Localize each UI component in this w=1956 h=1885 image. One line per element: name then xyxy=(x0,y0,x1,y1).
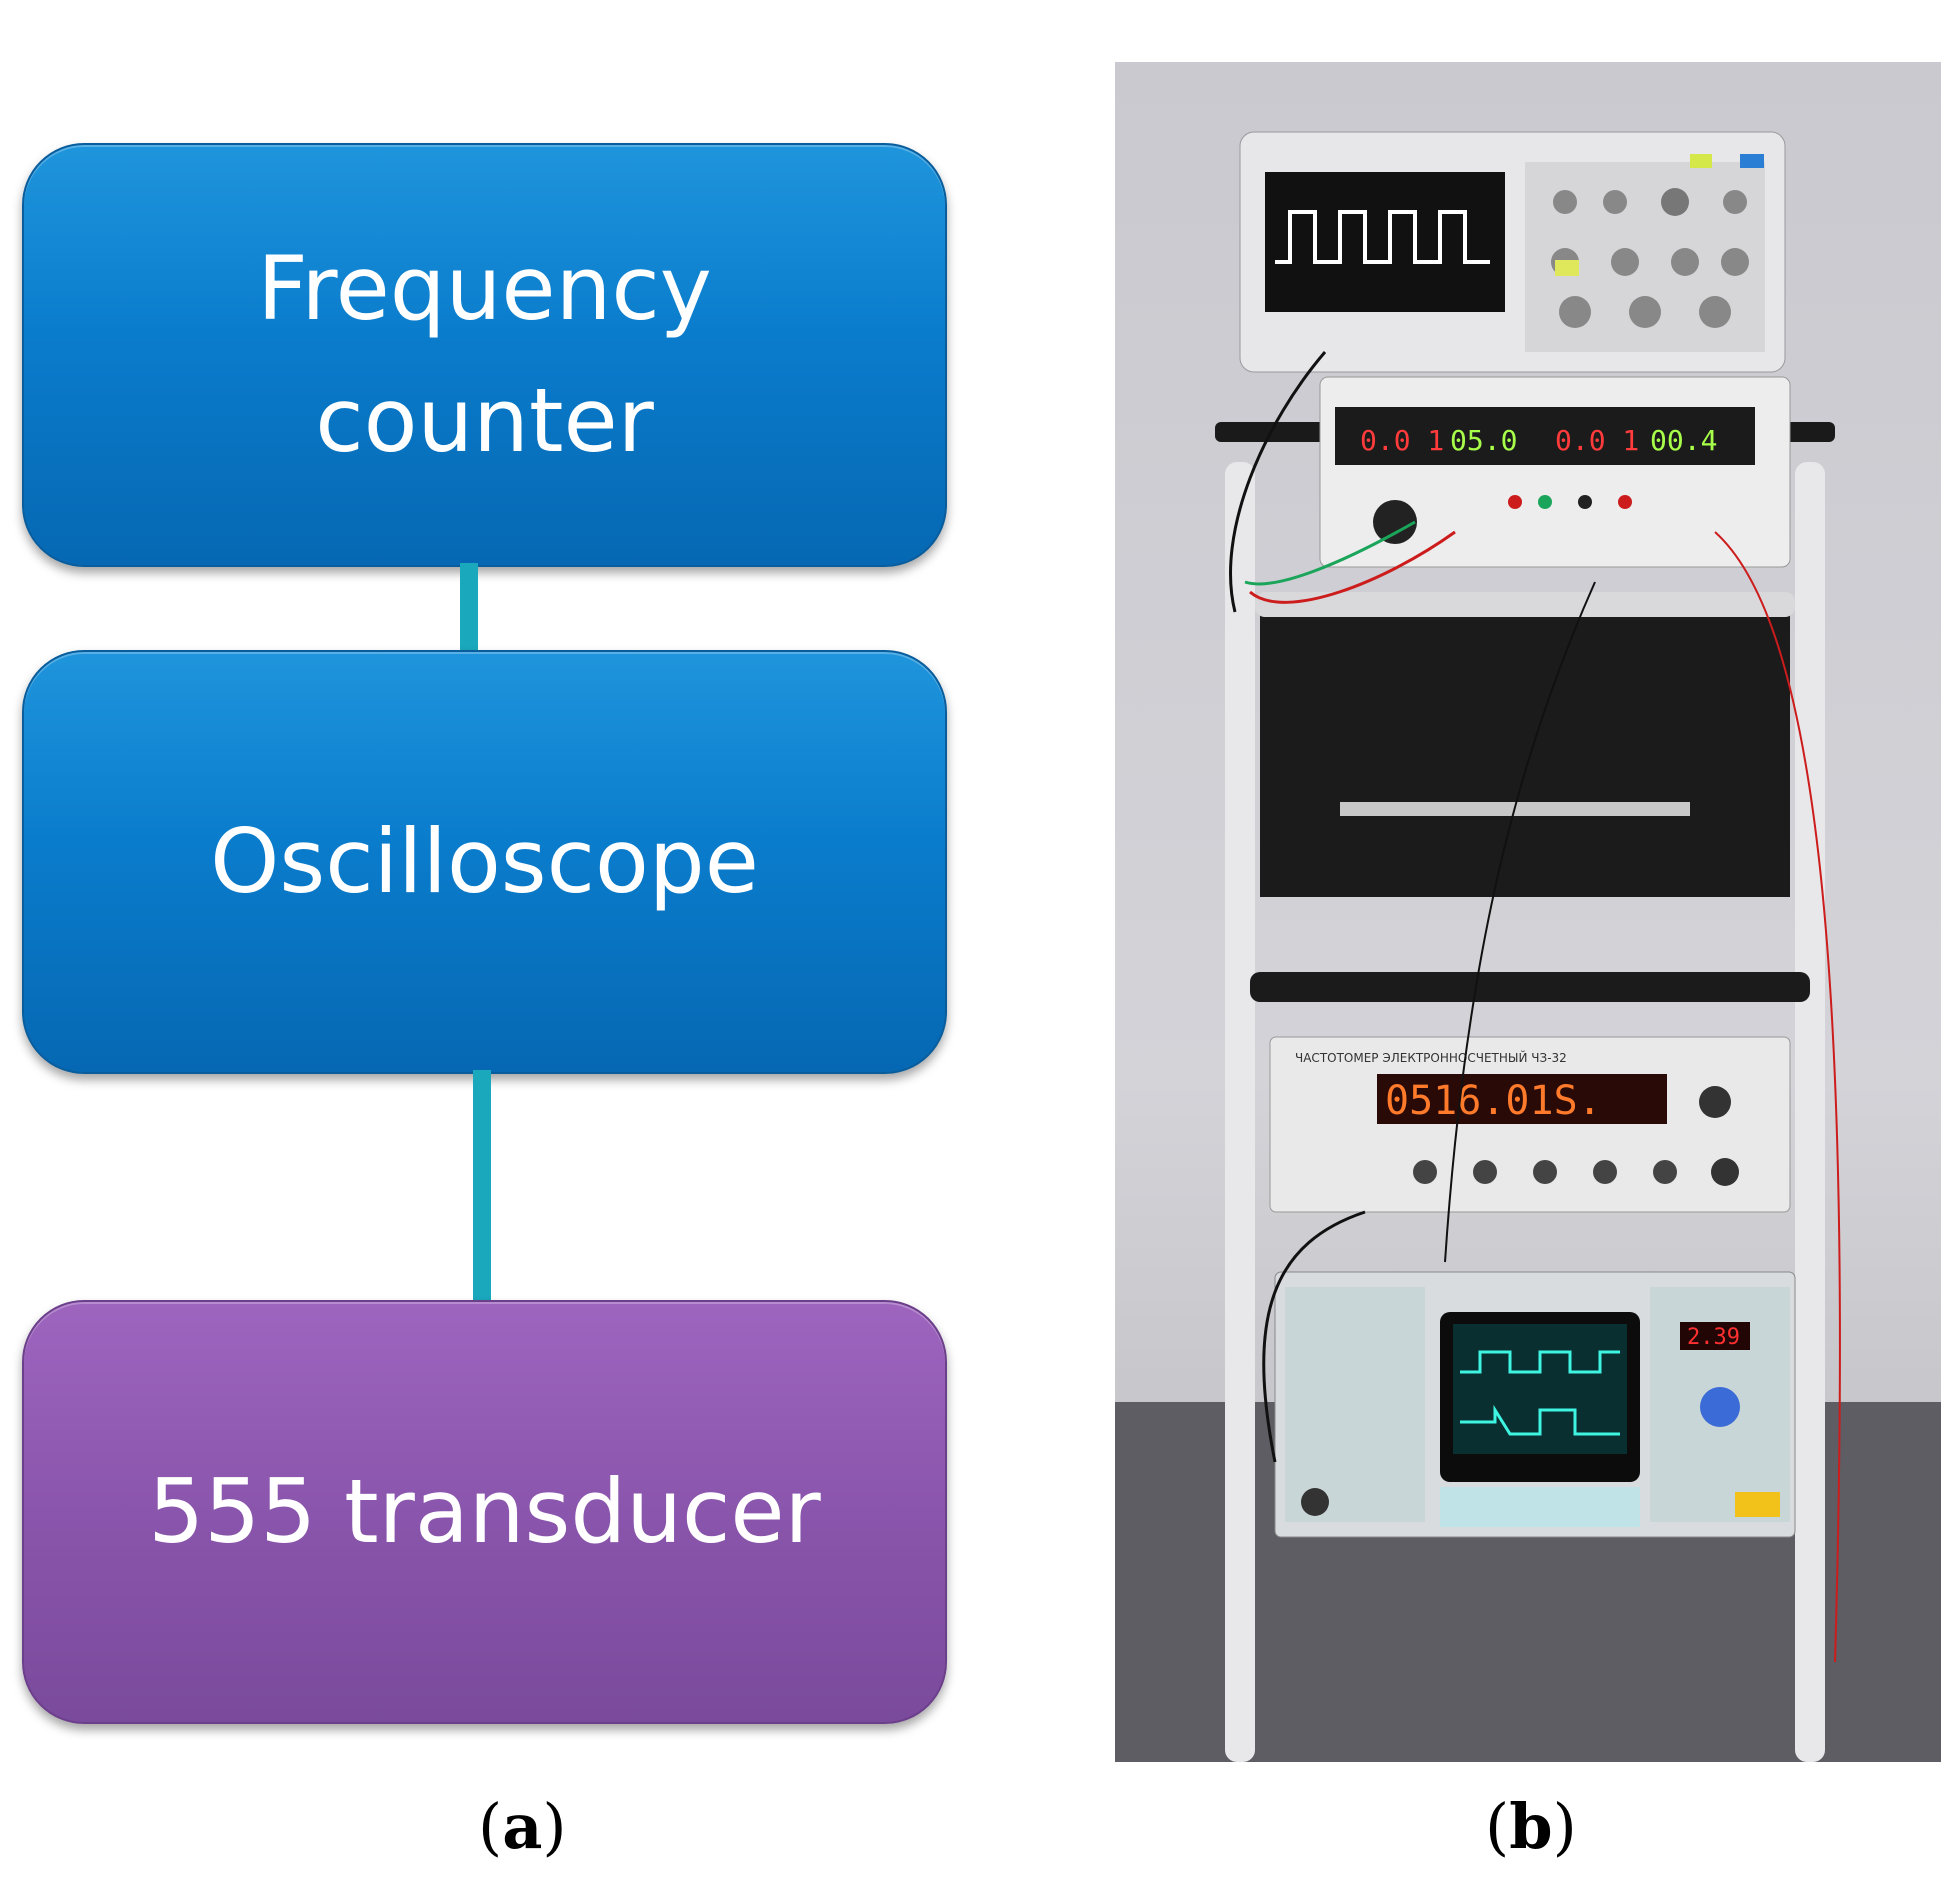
frequency-counter: ЧАСТОТОМЕР ЭЛЕКТРОННОСЧЕТНЫЙ ЧЗ-32 0516.… xyxy=(1269,1036,1791,1213)
block-label: 555 transducer xyxy=(148,1460,821,1563)
svg-text:05.0: 05.0 xyxy=(1450,424,1517,457)
power-supply: 0.0 1 05.0 0.0 1 00.4 xyxy=(1319,376,1791,568)
caption-a: (a) xyxy=(478,1790,567,1863)
caption-letter: a xyxy=(502,1790,543,1863)
caption-letter: b xyxy=(1509,1790,1553,1863)
connector-line xyxy=(460,563,478,650)
analog-oscilloscope: 2.39 xyxy=(1274,1271,1796,1538)
svg-text:ЧАСТОТОМЕР ЭЛЕКТРОННОСЧЕТНЫЙ: ЧАСТОТОМЕР ЭЛЕКТРОННОСЧЕТНЫЙ ЧЗ-32 xyxy=(1295,1050,1567,1065)
block-label: Oscilloscope xyxy=(210,810,759,913)
digital-oscilloscope xyxy=(1239,131,1786,373)
transducer-block: 555 transducer xyxy=(22,1300,947,1724)
svg-text:0.0 1: 0.0 1 xyxy=(1360,424,1444,457)
svg-text:0516.01S.: 0516.01S. xyxy=(1385,1078,1602,1124)
svg-text:00.4: 00.4 xyxy=(1650,424,1717,457)
equipment-photo: 0.0 1 05.0 0.0 1 00.4 ЧАСТОТОМЕР ЭЛЕКТРО… xyxy=(1115,62,1941,1762)
caption-b: (b) xyxy=(1485,1790,1577,1863)
svg-text:2.39: 2.39 xyxy=(1687,1325,1740,1350)
svg-text:0.0 1: 0.0 1 xyxy=(1555,424,1639,457)
connector-line xyxy=(473,1070,491,1300)
oscilloscope-block: Oscilloscope xyxy=(22,650,947,1074)
block-label: Frequency counter xyxy=(257,237,712,472)
frequency-counter-block: Frequency counter xyxy=(22,143,947,567)
